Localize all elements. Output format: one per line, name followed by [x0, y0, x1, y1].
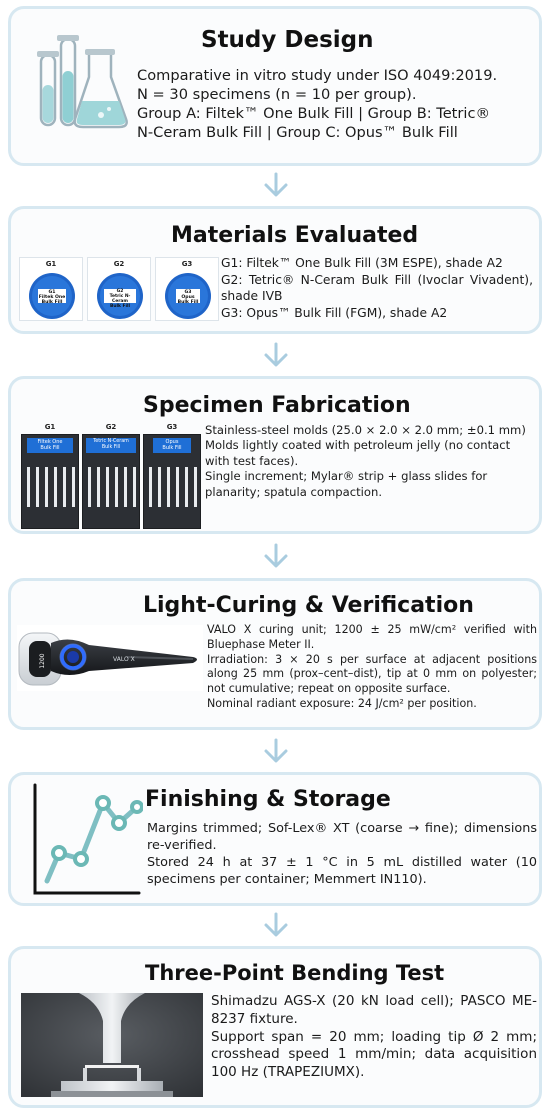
panel-description: G1: Filtek™ One Bulk Fill (3M ESPE), sha… — [221, 255, 533, 322]
description-line: Molds lightly coated with petroleum jell… — [205, 438, 511, 468]
description-line: Stored 24 h at 37 ± 1 °C in 5 mL distill… — [147, 854, 537, 887]
mold-g3: G3 Opus Bulk Fill — [143, 423, 201, 529]
jar-label-line: G2 — [116, 289, 124, 294]
device-label: VALO X — [113, 656, 135, 663]
mold-label-line: Bulk Fill — [162, 445, 182, 452]
description-line: Group A: Filtek™ One Bulk Fill | Group B… — [137, 104, 491, 122]
curing-light-icon: 1200 VALO X — [17, 625, 203, 691]
description-line: Margins trimmed; Sof-Lex® XT (coarse → f… — [147, 821, 537, 853]
description-line: Single increment; Mylar® strip + glass s… — [205, 469, 488, 499]
description-line: VALO X curing unit; 1200 ± 25 mW/cm² ver… — [207, 623, 537, 651]
flow-arrow-icon — [264, 342, 288, 367]
material-jar-g1: G1 G1 Filtek One Bulk Fill — [19, 257, 83, 321]
description-line: Comparative in vitro study under ISO 404… — [137, 67, 498, 84]
line-chart-icon — [33, 783, 143, 895]
jar-label-line: Filtek One — [38, 295, 66, 301]
jar-label-line: Opus — [181, 295, 195, 301]
panel-description: VALO X curing unit; 1200 ± 25 mW/cm² ver… — [207, 623, 537, 712]
description-line: Nominal radiant exposure: 24 J/cm² per p… — [207, 696, 477, 710]
flow-arrow-icon — [264, 738, 288, 763]
jar-label-line: Bulk Fill — [177, 300, 199, 306]
panel-title: Light-Curing & Verification — [143, 593, 474, 618]
flow-arrow-icon — [264, 912, 288, 937]
mold-label-line: Opus — [165, 439, 179, 445]
material-jar-g2: G2 G2 Tetric N-Ceram Bulk Fill — [87, 257, 151, 321]
flow-arrow-icon — [264, 172, 288, 197]
panel-specimen-fabrication: Specimen Fabrication G1 Filtek One Bulk … — [8, 376, 542, 534]
panel-title: Materials Evaluated — [171, 223, 419, 248]
jar-label-line: G1 — [48, 290, 56, 295]
test-tubes-and-flask-icon — [37, 35, 128, 129]
jar-label-line: G3 — [184, 290, 192, 295]
mold-label: Opus Bulk Fill — [153, 438, 191, 453]
mold-slots — [88, 467, 136, 507]
jar-label-line: Bulk Fill — [110, 303, 130, 309]
jar-tag: G2 — [113, 260, 125, 268]
panel-description: Comparative in vitro study under ISO 404… — [137, 67, 533, 143]
flow-arrow-icon — [264, 543, 288, 568]
jar-label-text: G3 Opus Bulk Fill — [176, 290, 200, 305]
mold-slots — [149, 467, 197, 507]
description-line: G1: Filtek™ One Bulk Fill (3M ESPE), sha… — [221, 256, 503, 270]
panel-light-curing: Light-Curing & Verification 1200 — [8, 578, 542, 730]
jar-label-text: G1 Filtek One Bulk Fill — [38, 290, 66, 305]
panel-description: Margins trimmed; Sof-Lex® XT (coarse → f… — [147, 821, 537, 889]
mold-tag: G2 — [105, 423, 117, 431]
jar-tag: G3 — [181, 260, 193, 268]
panel-materials-evaluated: Materials Evaluated G1 G1 Filtek One Bul… — [8, 206, 542, 334]
panel-title: Three-Point Bending Test — [145, 961, 445, 985]
description-line: Irradiation: 3 × 20 s per surface at adj… — [207, 652, 537, 696]
jar-icon — [29, 273, 75, 319]
panel-title: Specimen Fabrication — [143, 393, 411, 418]
panel-finishing-storage: Finishing & Storage Margins trimmed; Sof… — [8, 772, 542, 906]
mold-tag: G3 — [166, 423, 178, 431]
mold-g1: G1 Filtek One Bulk Fill — [21, 423, 79, 529]
mold-label-line: Filtek One — [37, 439, 63, 445]
svg-text:1200: 1200 — [39, 653, 46, 668]
jar-label-line: Tetric N-Ceram — [109, 293, 131, 304]
jar-tag: G1 — [45, 260, 57, 268]
mold-slots — [27, 467, 75, 507]
panel-study-design: Study Design Comparative in vitro study … — [8, 6, 542, 166]
mold-label: Tetric N-Ceram Bulk Fill — [86, 438, 136, 453]
panel-title: Study Design — [201, 27, 374, 53]
panel-description: Stainless-steel molds (25.0 × 2.0 × 2.0 … — [205, 423, 535, 500]
description-line: Support span = 20 mm; loading tip Ø 2 mm… — [211, 1028, 537, 1081]
description-line: G2: Tetric® N-Ceram Bulk Fill (Ivoclar V… — [221, 272, 533, 304]
panel-three-point-bending: Three-Point Bending Test — [8, 946, 542, 1108]
mold-g2: G2 Tetric N-Ceram Bulk Fill — [82, 423, 140, 529]
mold-label-line: Bulk Fill — [101, 444, 121, 450]
mold-label: Filtek One Bulk Fill — [27, 438, 73, 453]
description-line: Shimadzu AGS-X (20 kN load cell); PASCO … — [211, 993, 537, 1027]
curing-light-photo: 1200 VALO X — [17, 625, 203, 691]
description-line: Stainless-steel molds (25.0 × 2.0 × 2.0 … — [205, 423, 526, 437]
mold-tag: G1 — [44, 423, 56, 431]
jar-label-text: G2 Tetric N-Ceram Bulk Fill — [104, 289, 136, 309]
mold-photo: G1 Filtek One Bulk Fill G2 Tetric N-Cera… — [21, 423, 201, 529]
jar-label-line: Bulk Fill — [41, 300, 63, 306]
panel-description: Shimadzu AGS-X (20 kN load cell); PASCO … — [211, 993, 537, 1082]
description-line: N = 30 specimens (n = 10 per group). — [137, 85, 417, 103]
mold-label-line: Bulk Fill — [40, 445, 60, 452]
jar-icon — [165, 273, 211, 319]
mold-label-line: Tetric N-Ceram — [93, 439, 129, 444]
bending-fixture-photo — [21, 993, 203, 1097]
description-line: G3: Opus™ Bulk Fill (FGM), shade A2 — [221, 306, 448, 321]
bending-fixture-icon — [21, 993, 203, 1097]
jar-icon — [97, 273, 143, 319]
description-line: N-Ceram Bulk Fill | Group C: Opus™ Bulk … — [137, 123, 458, 141]
material-jar-g3: G3 G3 Opus Bulk Fill — [155, 257, 219, 321]
panel-title: Finishing & Storage — [145, 787, 391, 812]
